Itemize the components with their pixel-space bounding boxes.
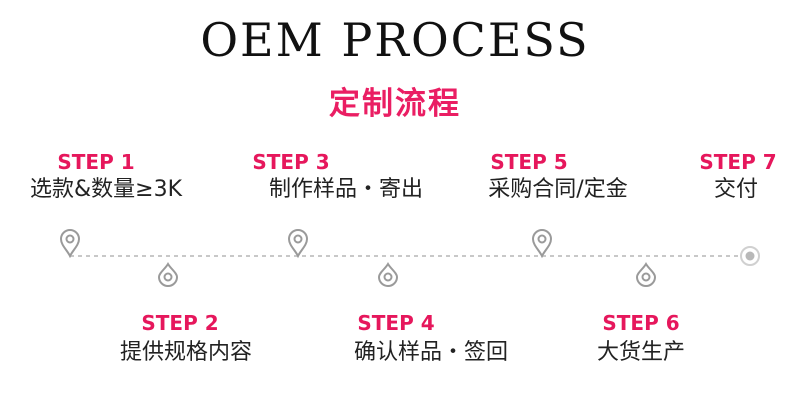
step-5-text: 采购合同/定金 bbox=[488, 177, 628, 202]
step-2-text: 提供规格内容 bbox=[119, 340, 252, 365]
step-2-label: STEP 2 bbox=[141, 311, 219, 335]
step-7-text: 交付 bbox=[713, 177, 758, 202]
step-4-map-pin-icon bbox=[377, 262, 399, 287]
end-dot-icon bbox=[740, 246, 760, 266]
step-1-map-pin-icon bbox=[59, 229, 81, 259]
step-5-label: STEP 5 bbox=[490, 150, 568, 174]
step-3-text: 制作样品・寄出 bbox=[268, 177, 423, 202]
step-1-text: 选款&数量≥3K bbox=[29, 177, 182, 202]
step-3-map-pin-icon bbox=[287, 229, 309, 259]
page-subtitle: 定制流程 bbox=[329, 86, 461, 122]
step-2-map-pin-icon bbox=[157, 262, 179, 287]
step-3-label: STEP 3 bbox=[252, 150, 330, 174]
step-6-map-pin-icon bbox=[635, 262, 657, 287]
step-6-label: STEP 6 bbox=[602, 311, 680, 335]
step-5-map-pin-icon bbox=[531, 229, 553, 259]
step-1-label: STEP 1 bbox=[57, 150, 135, 174]
step-4-text: 确认样品・签回 bbox=[353, 340, 508, 365]
page-title: OEM PROCESS bbox=[200, 13, 590, 67]
step-6-text: 大货生产 bbox=[596, 340, 685, 365]
step-4-label: STEP 4 bbox=[357, 311, 435, 335]
step-7-label: STEP 7 bbox=[699, 150, 777, 174]
